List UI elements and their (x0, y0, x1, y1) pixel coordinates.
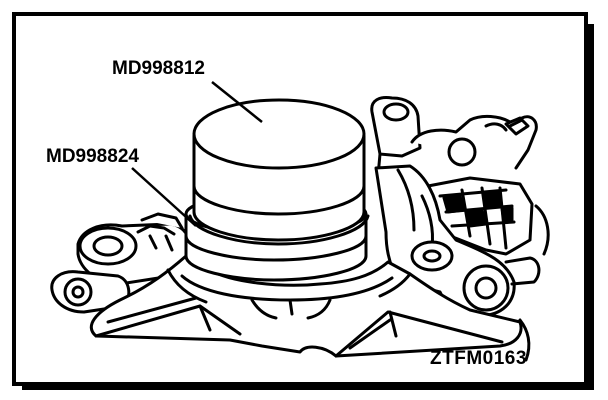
callout-label-upper-tool: MD998812 (112, 58, 205, 79)
upper-tool-top-face (192, 98, 366, 170)
figure-code: ZTFM0163 (430, 348, 527, 369)
special-tool-stack (184, 98, 370, 282)
callout-label-lower-tool: MD998824 (46, 146, 139, 167)
callout-leaders (131, 81, 263, 227)
leader-lower-tool (131, 167, 197, 227)
leader-upper-tool (211, 81, 263, 123)
left-housing (50, 212, 192, 314)
base-flange (89, 254, 523, 358)
